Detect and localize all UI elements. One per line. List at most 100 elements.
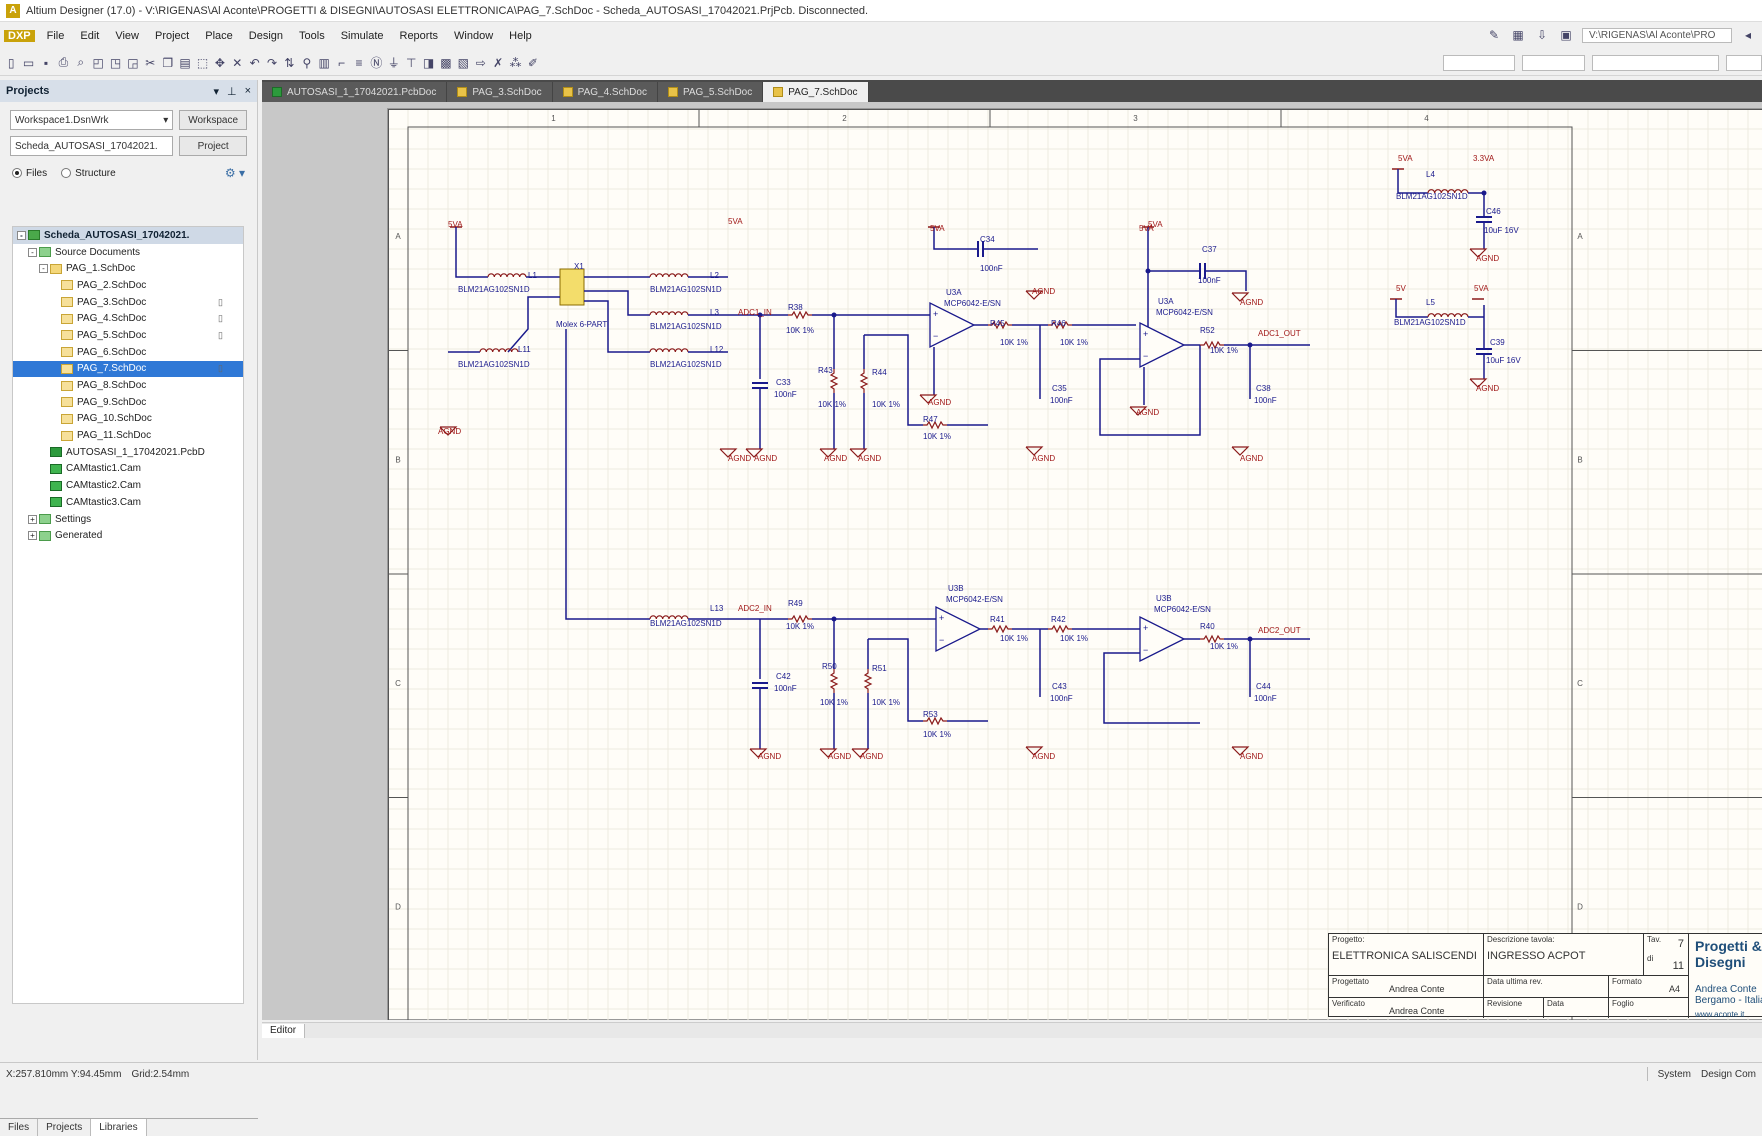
collapse-icon[interactable]: - [17, 231, 26, 240]
expand-icon[interactable]: + [28, 531, 37, 540]
tab-libraries[interactable]: Libraries [91, 1119, 146, 1136]
print-icon[interactable]: ⎙ [56, 55, 70, 71]
tree-item[interactable]: PAG_8.SchDoc [13, 377, 243, 394]
menu-place[interactable]: Place [197, 30, 241, 42]
tree-item[interactable]: -Scheda_AUTOSASI_17042021. [13, 227, 243, 244]
zoom-area-icon[interactable]: ◳ [108, 55, 122, 71]
zoom-select-icon[interactable]: ◲ [126, 55, 140, 71]
tree-item[interactable]: PAG_6.SchDoc [13, 344, 243, 361]
download-icon[interactable]: ⇩ [1534, 27, 1550, 43]
menu-help[interactable]: Help [501, 30, 540, 42]
editor-tab[interactable]: Editor [262, 1024, 305, 1038]
tree-item[interactable]: PAG_11.SchDoc [13, 427, 243, 444]
close-icon[interactable]: × [245, 85, 251, 98]
path-field[interactable]: V:\RIGENAS\Al Aconte\PRO [1582, 28, 1732, 43]
net-label-icon[interactable]: Ⓝ [369, 55, 383, 71]
hierarchy-icon[interactable]: ⇅ [282, 55, 296, 71]
workspace-combo[interactable]: Workspace1.DsnWrk ▾ [10, 110, 173, 130]
panel-menu-icon[interactable]: ▾ [213, 85, 219, 98]
tree-item[interactable]: PAG_2.SchDoc [13, 277, 243, 294]
tree-item[interactable]: -PAG_1.SchDoc [13, 260, 243, 277]
copy-icon[interactable]: ❐ [161, 55, 175, 71]
bus-icon[interactable]: ≡ [352, 55, 366, 71]
wizard-icon[interactable]: ✎ [1486, 27, 1502, 43]
tree-item[interactable]: CAMtastic1.Cam [13, 461, 243, 478]
tree-item[interactable]: AUTOSASI_1_17042021.PcbD [13, 444, 243, 461]
system-button[interactable]: System [1658, 1069, 1691, 1080]
sheet-symbol-icon[interactable]: ▩ [439, 55, 453, 71]
part-icon[interactable]: ◨ [421, 55, 435, 71]
open-icon[interactable]: ▭ [21, 55, 35, 71]
menu-tools[interactable]: Tools [291, 30, 333, 42]
graphics-icon[interactable]: ✐ [526, 55, 540, 71]
tree-item[interactable]: PAG_10.SchDoc [13, 411, 243, 428]
workspace-button[interactable]: Workspace [179, 110, 247, 130]
expand-icon[interactable]: + [28, 515, 37, 524]
tab-projects[interactable]: Projects [38, 1119, 91, 1136]
save-icon[interactable]: ▪ [39, 55, 53, 71]
back-icon[interactable]: ◂ [1740, 27, 1756, 43]
menu-dxp[interactable]: DXP [4, 30, 35, 42]
project-options-icon[interactable]: ⚙ ▾ [225, 166, 245, 180]
menu-file[interactable]: File [39, 30, 73, 42]
radio-structure[interactable]: Structure [61, 168, 116, 179]
browse-icon[interactable]: ▥ [317, 55, 331, 71]
tree-item[interactable]: +Generated [13, 527, 243, 544]
sheet-entry-icon[interactable]: ▧ [456, 55, 470, 71]
menu-window[interactable]: Window [446, 30, 501, 42]
tree-item[interactable]: CAMtastic3.Cam [13, 494, 243, 511]
cross-probe-icon[interactable]: ⚲ [300, 55, 314, 71]
menu-simulate[interactable]: Simulate [333, 30, 392, 42]
doc-tab-1[interactable]: PAG_3.SchDoc [447, 82, 552, 102]
tree-item[interactable]: +Settings [13, 511, 243, 528]
new-icon[interactable]: ▯ [4, 55, 18, 71]
redo-icon[interactable]: ↷ [265, 55, 279, 71]
collapse-icon[interactable]: - [28, 248, 37, 257]
power-port-icon[interactable]: ⊤ [404, 55, 418, 71]
directives-icon[interactable]: ⁂ [508, 55, 522, 71]
radio-files[interactable]: Files [12, 168, 47, 179]
tree-item[interactable]: PAG_3.SchDoc▯ [13, 294, 243, 311]
toolbar-combo-3[interactable] [1592, 55, 1718, 71]
select-icon[interactable]: ⬚ [195, 55, 209, 71]
menu-view[interactable]: View [107, 30, 147, 42]
tree-item[interactable]: -Source Documents [13, 244, 243, 261]
tree-item[interactable]: CAMtastic2.Cam [13, 477, 243, 494]
toolbar-combo-4[interactable] [1726, 55, 1762, 71]
tree-item[interactable]: PAG_5.SchDoc▯ [13, 327, 243, 344]
paste-icon[interactable]: ▤ [178, 55, 192, 71]
zoom-fit-icon[interactable]: ◰ [91, 55, 105, 71]
project-button[interactable]: Project [179, 136, 247, 156]
wire-icon[interactable]: ⌐ [334, 55, 348, 71]
doc-tab-3[interactable]: PAG_5.SchDoc [658, 82, 763, 102]
menu-design[interactable]: Design [241, 30, 291, 42]
deselect-icon[interactable]: ✕ [230, 55, 244, 71]
doc-tab-4[interactable]: PAG_7.SchDoc [763, 82, 868, 102]
pin-icon[interactable]: ⊥ [227, 85, 237, 98]
menu-reports[interactable]: Reports [392, 30, 447, 42]
doc-tab-0[interactable]: AUTOSASI_1_17042021.PcbDoc [262, 82, 447, 102]
move-icon[interactable]: ✥ [213, 55, 227, 71]
tree-item[interactable]: PAG_7.SchDoc▯ [13, 361, 243, 378]
gnd-port-icon[interactable]: ⏚ [387, 55, 401, 71]
tree-item[interactable]: PAG_4.SchDoc▯ [13, 310, 243, 327]
collapse-icon[interactable]: - [39, 264, 48, 273]
zoom-icon[interactable]: ⌕ [74, 55, 88, 71]
toolbar-combo-2[interactable] [1522, 55, 1585, 71]
design-compiler-button[interactable]: Design Com [1701, 1069, 1756, 1080]
no-erc-icon[interactable]: ✗ [491, 55, 505, 71]
cut-icon[interactable]: ✂ [143, 55, 157, 71]
library-icon[interactable]: ▦ [1510, 27, 1526, 43]
project-combo[interactable]: Scheda_AUTOSASI_17042021. [10, 136, 173, 156]
menu-edit[interactable]: Edit [72, 30, 107, 42]
undo-icon[interactable]: ↶ [247, 55, 261, 71]
menu-project[interactable]: Project [147, 30, 197, 42]
tab-files[interactable]: Files [0, 1119, 38, 1136]
port-icon[interactable]: ⇨ [474, 55, 488, 71]
doc-tab-2[interactable]: PAG_4.SchDoc [553, 82, 658, 102]
toolbar-combo-1[interactable] [1443, 55, 1515, 71]
save-all-icon[interactable]: ▣ [1558, 27, 1574, 43]
tree-item[interactable]: PAG_9.SchDoc [13, 394, 243, 411]
